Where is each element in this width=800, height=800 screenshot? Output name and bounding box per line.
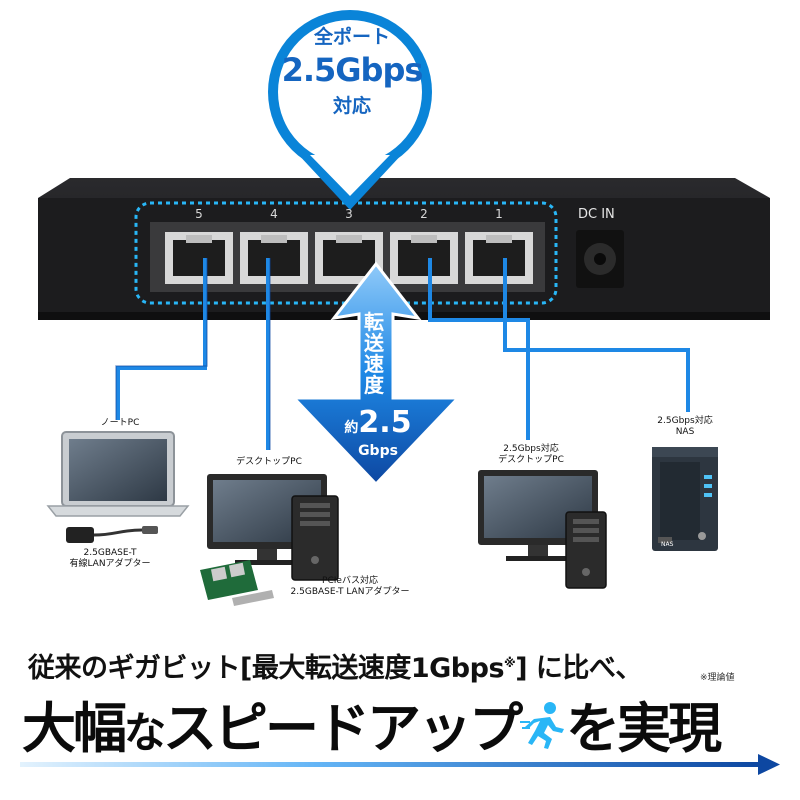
headline-line1: 従来のギガビット[最大転送速度1Gbps※] に比べ、 bbox=[28, 646, 642, 685]
desktop-adapter-line1: PCIeバス対応 bbox=[322, 576, 378, 586]
footnote: ※理論値 bbox=[700, 673, 735, 683]
headline-line2: 大幅なスピードアップを実現 bbox=[22, 684, 722, 763]
desktop-icon bbox=[478, 470, 607, 589]
port-number: 1 bbox=[495, 207, 503, 221]
cables bbox=[116, 258, 690, 450]
bubble-line1: 全ポート bbox=[313, 26, 390, 48]
desktop-label: デスクトップPC bbox=[236, 457, 302, 467]
notebook-adapter-line2: 有線LANアダプター bbox=[69, 559, 151, 570]
nas-line2: NAS bbox=[675, 427, 695, 438]
headline-line1-c: ] に比べ、 bbox=[515, 653, 642, 684]
headline-line1-a: 従来のギガビット bbox=[28, 653, 241, 684]
runner-icon bbox=[520, 701, 566, 751]
laptop-icon bbox=[46, 431, 190, 517]
headline-line2-d: を実現 bbox=[566, 697, 722, 760]
headline-line2-c: スピードアップ bbox=[163, 697, 523, 760]
headline-line2-b: な bbox=[124, 708, 166, 757]
headline-line2-a: 大幅 bbox=[22, 697, 127, 760]
speed-value: 約2.5 bbox=[318, 405, 438, 440]
nas-line1: 2.5Gbps対応 bbox=[657, 416, 713, 426]
speed-vertical-text: 転送速度 bbox=[364, 310, 384, 397]
headline-line1-b: [最大転送速度1Gbps bbox=[240, 653, 505, 684]
desktop-adapter-label: PCIeバス対応 2.5GBASE-T LANアダプター bbox=[270, 576, 430, 599]
speed-line-arrow bbox=[20, 754, 780, 775]
port-number: 5 bbox=[195, 207, 203, 221]
desktop-icon bbox=[207, 474, 339, 581]
port-number: 4 bbox=[270, 207, 278, 221]
speed-number: 2.5 bbox=[358, 405, 412, 440]
desktop25-line1: 2.5Gbps対応 bbox=[503, 444, 559, 454]
bubble bbox=[268, 10, 432, 210]
ethernet-port-icon bbox=[165, 232, 533, 284]
notebook-label: ノートPC bbox=[100, 418, 140, 428]
notebook-adapter-label: 2.5GBASE-T 有線LANアダプター bbox=[60, 548, 160, 571]
bubble-line2: 2.5Gbps bbox=[281, 51, 424, 89]
desktop-adapter-line2: 2.5GBASE-T LANアダプター bbox=[290, 587, 410, 598]
dc-in-label: DC IN bbox=[578, 207, 615, 222]
headline-line1-mark: ※ bbox=[504, 656, 516, 670]
nas-label: 2.5Gbps対応 NAS bbox=[640, 416, 730, 439]
bubble-text: 全ポート 2.5Gbps 対応 bbox=[272, 22, 432, 118]
desktop25-line2: デスクトップPC bbox=[498, 455, 564, 466]
speed-arrow bbox=[290, 261, 462, 487]
desktop25-label: 2.5Gbps対応 デスクトップPC bbox=[476, 444, 586, 467]
port-number: 3 bbox=[345, 207, 353, 221]
nas-badge: NAS bbox=[661, 541, 674, 548]
speed-unit: Gbps bbox=[358, 443, 398, 459]
speed-prefix: 約 bbox=[344, 420, 359, 436]
pcie-card-icon bbox=[200, 560, 274, 606]
notebook-adapter-line1: 2.5GBASE-T bbox=[83, 548, 137, 558]
nas-icon bbox=[652, 447, 718, 551]
port-number: 2 bbox=[420, 207, 428, 221]
dc-jack-icon bbox=[576, 230, 624, 288]
bubble-line3: 対応 bbox=[332, 95, 371, 117]
usb-adapter-icon bbox=[66, 526, 158, 543]
